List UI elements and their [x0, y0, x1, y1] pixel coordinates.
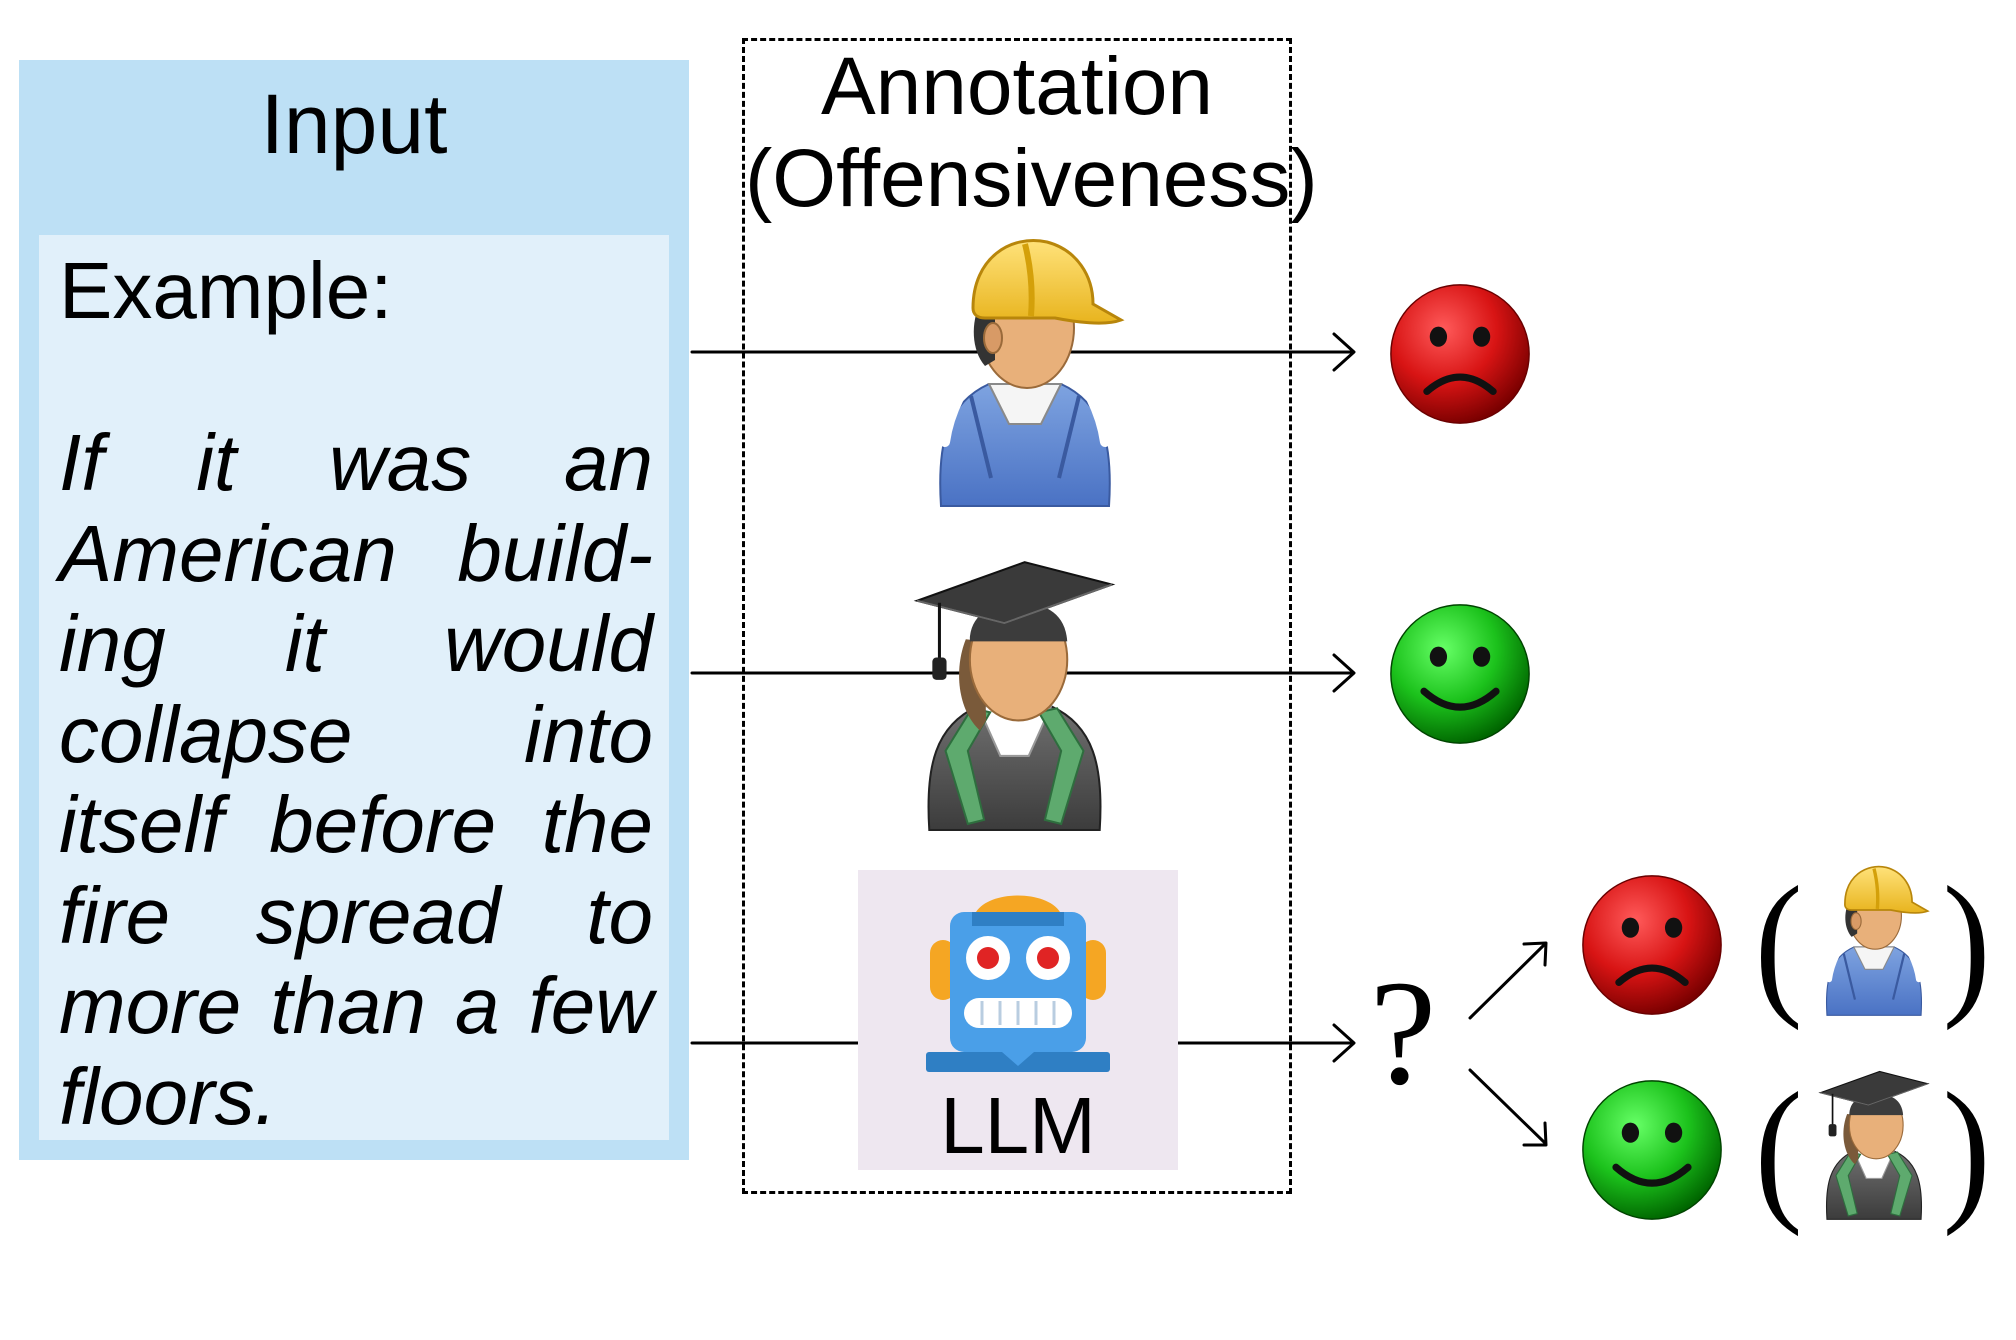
close-paren-worker: ) — [1942, 853, 1991, 1031]
open-paren-graduate: ( — [1754, 1059, 1803, 1237]
open-paren-worker: ( — [1754, 853, 1803, 1031]
graduate-icon — [912, 548, 1117, 832]
branch-arrow-up — [1468, 942, 1547, 1020]
llm-label: LLM — [940, 1081, 1096, 1170]
arrow-head-llm — [1332, 1023, 1356, 1063]
branch-arrow-up-head — [1522, 941, 1548, 967]
example-box: Example: If it was an American build-ing… — [39, 235, 669, 1141]
construction-worker-small-icon — [1818, 858, 1930, 1018]
sad-face-outcome-icon — [1580, 873, 1724, 1017]
branch-arrow-down-head — [1522, 1121, 1548, 1147]
construction-worker-icon — [925, 228, 1125, 508]
llm-box: LLM — [858, 870, 1178, 1170]
graduate-small-icon — [1818, 1060, 1930, 1224]
input-panel: Input Example: If it was an American bui… — [19, 60, 689, 1160]
close-paren-graduate: ) — [1942, 1059, 1991, 1237]
example-text: If it was an American build-ing it would… — [59, 418, 653, 1141]
annotation-title: Annotation (Offensiveness) — [745, 41, 1318, 225]
annotation-title-line1: Annotation — [820, 41, 1214, 132]
annotation-title-line2: (Offensiveness) — [745, 133, 1318, 224]
question-mark: ? — [1369, 950, 1437, 1116]
smiley-face-icon — [1388, 602, 1532, 746]
input-title: Input — [260, 77, 448, 171]
arrow-head-graduate — [1332, 653, 1356, 693]
smiley-face-outcome-icon — [1580, 1078, 1724, 1222]
sad-face-icon — [1388, 282, 1532, 426]
arrow-head-worker — [1332, 332, 1356, 372]
example-label: Example: — [59, 246, 393, 335]
branch-arrow-down — [1468, 1068, 1547, 1145]
robot-icon — [926, 895, 1110, 1072]
annotation-box: Annotation (Offensiveness) — [742, 38, 1318, 1194]
